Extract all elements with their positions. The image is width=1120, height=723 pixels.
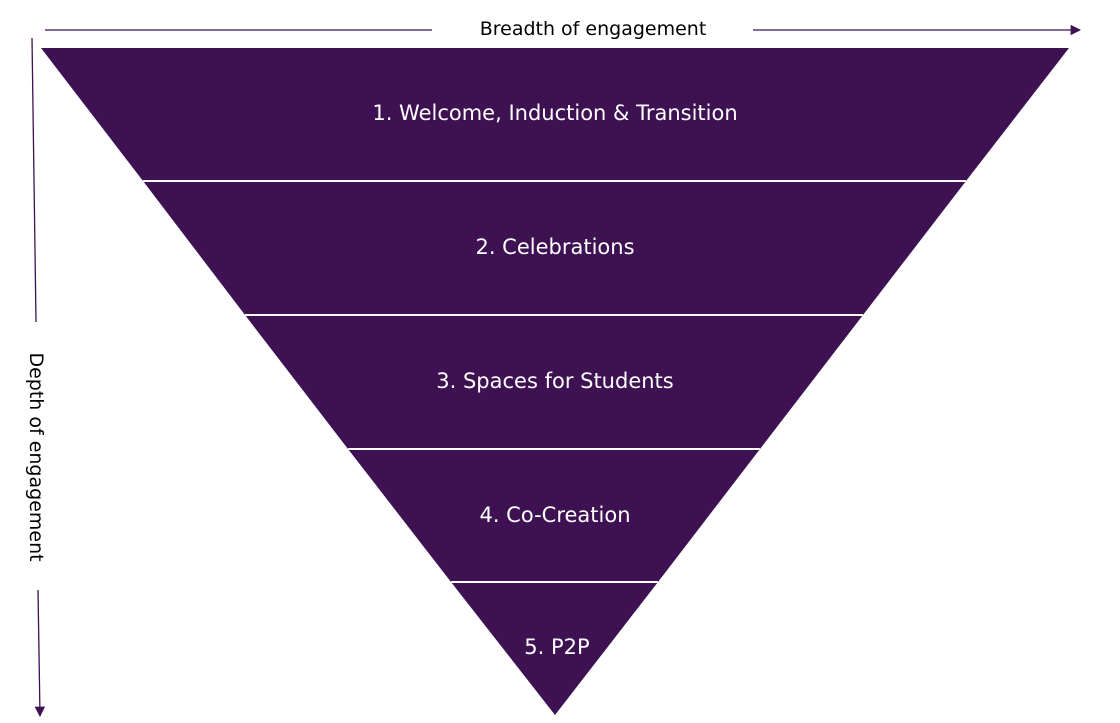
tier-5: 5. P2P bbox=[451, 582, 658, 715]
tier-4: 4. Co-Creation bbox=[348, 449, 760, 582]
tier-1-label: 1. Welcome, Induction & Transition bbox=[372, 101, 737, 125]
breadth-axis-label: Breadth of engagement bbox=[480, 18, 707, 40]
tier-3-band bbox=[245, 315, 863, 449]
depth-axis-line-bottom bbox=[34, 589, 46, 718]
tier-5-label: 5. P2P bbox=[524, 635, 589, 659]
tier-2-label: 2. Celebrations bbox=[475, 235, 634, 259]
tier-4-band bbox=[348, 449, 760, 582]
tier-4-label: 4. Co-Creation bbox=[479, 503, 630, 527]
depth-axis-line-top bbox=[31, 37, 37, 323]
tier-5-band bbox=[451, 582, 658, 715]
tier-1: 1. Welcome, Induction & Transition bbox=[41, 48, 1069, 181]
depth-axis-label: Depth of engagement bbox=[25, 352, 47, 561]
tier-3-label: 3. Spaces for Students bbox=[436, 369, 673, 393]
tier-2: 2. Celebrations bbox=[143, 181, 966, 315]
tier-3: 3. Spaces for Students bbox=[245, 315, 863, 449]
funnel-tiers: 1. Welcome, Induction & Transition 2. Ce… bbox=[41, 48, 1069, 715]
tier-1-band bbox=[41, 48, 1069, 181]
breadth-axis: Breadth of engagement bbox=[45, 18, 1082, 40]
tier-2-band bbox=[143, 181, 966, 315]
depth-axis: Depth of engagement bbox=[25, 37, 47, 718]
